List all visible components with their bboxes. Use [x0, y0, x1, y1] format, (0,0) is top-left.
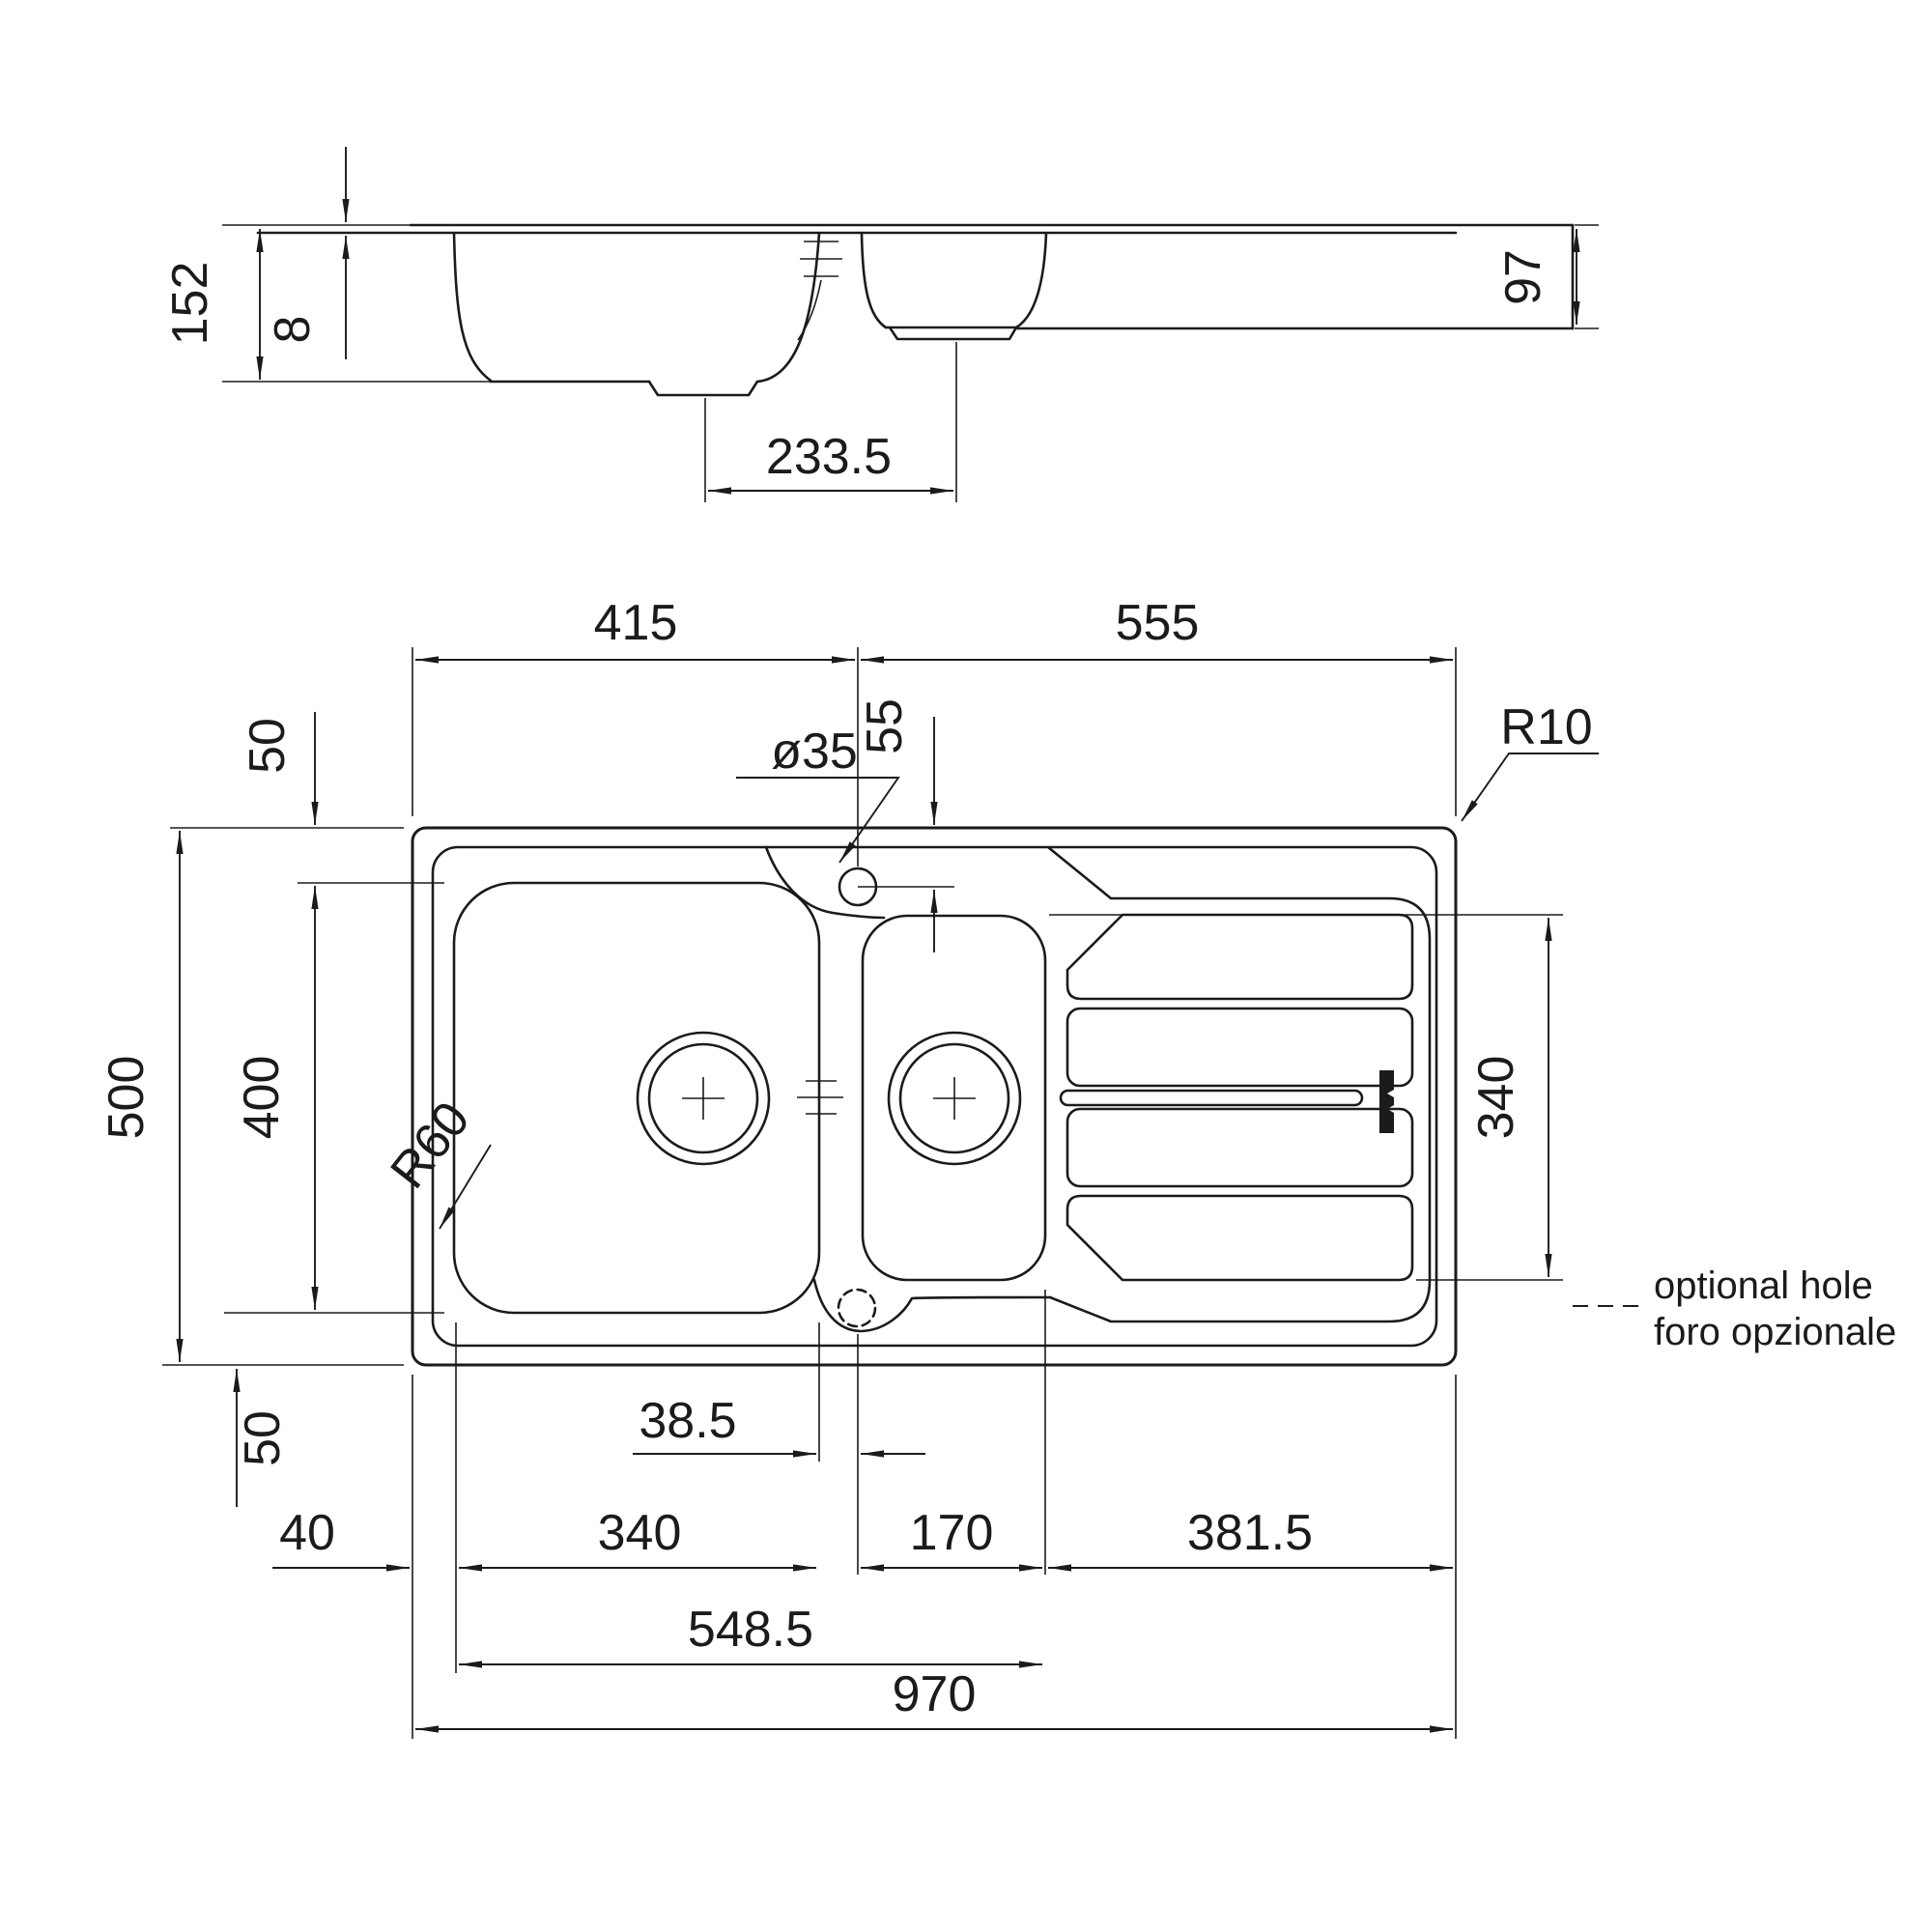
- drainboard-surround: [1046, 845, 1432, 1323]
- side-large-bowl-right-wall: [755, 231, 821, 384]
- dim-rim-height: 8: [265, 316, 321, 344]
- leader-tap-hole: [736, 777, 900, 864]
- label-tap-hole-diameter: ø35: [771, 724, 858, 780]
- drainboard-rib-4: [1065, 1194, 1414, 1282]
- dim-overall-width: 970: [893, 1666, 977, 1722]
- drainboard-rib-3: [1065, 1107, 1414, 1188]
- dim-tap-offset: 55: [857, 698, 913, 754]
- leader-bowl-radius: [439, 1144, 492, 1230]
- sink-rim-line: [431, 845, 1438, 1348]
- optional-hole-note: optional hole foro opzionale: [1573, 1264, 1896, 1353]
- overflow-mark: [797, 1080, 843, 1115]
- dim-top-inset: 50: [240, 718, 296, 774]
- dim-tap-to-right: 555: [1116, 595, 1200, 651]
- drain-small: [887, 1031, 1022, 1166]
- side-large-bowl-left-wall: [452, 231, 493, 383]
- leader-corner-radius: [1461, 753, 1599, 822]
- side-view: 152 8 233.5 97: [162, 147, 1599, 502]
- tap-pocket: [764, 845, 886, 920]
- dim-small-bowl-width: 170: [910, 1505, 994, 1561]
- dim-bowl-to-tap: 38.5: [639, 1393, 736, 1449]
- drainboard: [1046, 845, 1432, 1323]
- plan-view: 415 555 55 ø35 R10 R60 50 500 400 50: [99, 595, 1896, 1739]
- small-bowl: [861, 914, 1047, 1282]
- side-small-bowl-left-wall: [860, 231, 888, 329]
- dim-overall-depth: 500: [99, 1056, 155, 1140]
- drainboard-drain-symbol-icon: [1379, 1070, 1394, 1133]
- side-small-bowl-right-wall: [1014, 231, 1048, 329]
- dim-bottom-inset: 50: [235, 1410, 291, 1466]
- side-tap-hole-marks: [797, 241, 842, 341]
- side-large-bowl-drain-bump: [647, 380, 759, 397]
- dim-left-to-tap: 415: [594, 595, 678, 651]
- drain-large: [636, 1031, 771, 1166]
- sink-outline: [411, 826, 1458, 1367]
- dim-drain-spacing: 233.5: [766, 429, 892, 485]
- dim-bowl-width: 340: [598, 1505, 682, 1561]
- label-bowl-radius: R60: [380, 1092, 480, 1199]
- drainboard-rib-1: [1065, 913, 1414, 1001]
- drainboard-groove: [1059, 1089, 1364, 1107]
- dim-bowl-depth: 400: [234, 1056, 290, 1140]
- optional-hole: [837, 1288, 877, 1328]
- dim-drainer-depth: 97: [1495, 249, 1551, 305]
- dim-drainer-span: 340: [1468, 1056, 1524, 1140]
- dim-bowls-span: 548.5: [688, 1602, 813, 1658]
- note-optional-hole-en: optional hole: [1654, 1264, 1873, 1307]
- optional-hole-pocket: [812, 1278, 1052, 1333]
- label-corner-radius: R10: [1500, 699, 1592, 755]
- dim-drainer-width: 381.5: [1187, 1505, 1313, 1561]
- note-optional-hole-it: foro opzionale: [1654, 1311, 1896, 1353]
- dim-left-inset: 40: [279, 1505, 335, 1561]
- drainboard-rib-2: [1065, 1007, 1414, 1088]
- dim-total-depth: 152: [162, 262, 218, 346]
- side-small-bowl-drain-bump: [888, 326, 1018, 341]
